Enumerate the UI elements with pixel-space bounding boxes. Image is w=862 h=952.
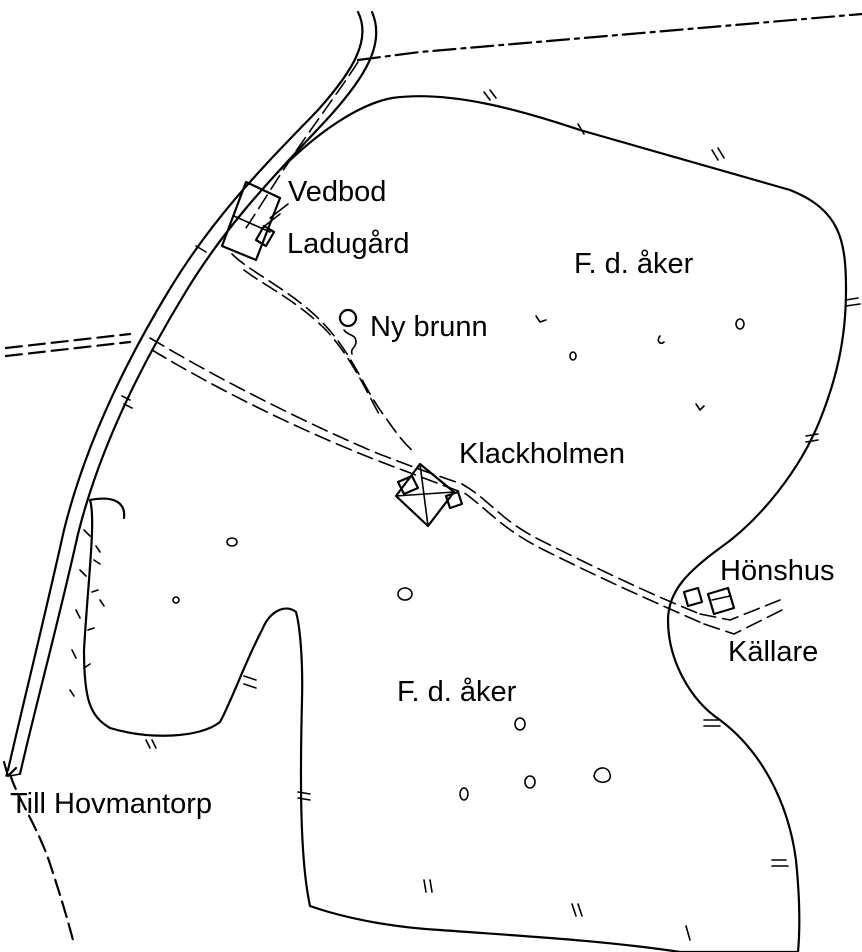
label-field-north: F. d. åker [574,248,694,280]
label-till-hovmantorp: Till Hovmantorp [10,788,212,820]
label-klackholmen: Klackholmen [459,438,626,470]
main-road [5,10,378,777]
label-vedbod: Vedbod [288,176,387,208]
label-field-south: F. d. åker [397,676,517,708]
road-to-hovmantorp [8,772,76,946]
label-ladugard: Ladugård [287,228,410,260]
label-honshus: Hönshus [720,555,835,587]
field-outline [82,95,848,952]
track-north [245,61,359,229]
track-west-east [149,337,705,625]
arrow-icon [2,760,18,778]
boulders [172,315,745,801]
honshus-building [682,586,736,616]
fence-hatches [121,89,861,941]
track-ladugard-klackholmen [231,253,415,453]
well-symbol [338,308,358,355]
house-klackholmen [394,462,464,528]
label-ny-brunn: Ny brunn [370,311,488,343]
stone-wall-marks [69,529,105,697]
property-boundary-north [356,12,862,62]
label-kallare: Källare [728,636,819,668]
property-boundary-west [4,332,132,358]
track-east [699,599,787,635]
barn-building [220,180,289,262]
